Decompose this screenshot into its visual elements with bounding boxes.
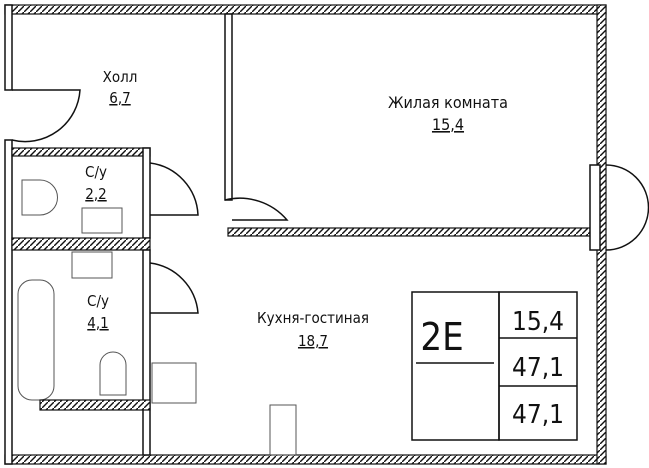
entrance-door[interactable] <box>11 89 81 143</box>
balcony-door[interactable] <box>605 164 649 251</box>
wall-bottom <box>4 454 607 465</box>
total-area-value: 47,1 <box>512 353 564 383</box>
area-legend: 2Е 15,4 47,1 47,1 <box>411 291 578 441</box>
wall-bath-bottom <box>39 399 151 411</box>
living-area-value: 15,4 <box>512 307 564 337</box>
wall-left-lower <box>4 139 13 465</box>
bathroom-small-name: С/у <box>85 163 107 181</box>
sink-large <box>71 251 113 279</box>
living-room-name: Жилая комната <box>388 93 508 112</box>
bathtub <box>17 279 55 401</box>
wall-bath-small-top <box>11 147 151 157</box>
apartment-type: 2Е <box>420 315 463 359</box>
toilet-small <box>21 179 58 216</box>
living-room-area: 15,4 <box>432 115 464 134</box>
bathroom-large-area: 4,1 <box>87 314 108 332</box>
total-area-balcony-value: 47,1 <box>512 400 564 430</box>
wall-bath-small-right <box>142 147 151 239</box>
bathroom-large-name: С/у <box>87 292 109 310</box>
wall-top <box>4 4 607 15</box>
door-bathroom-small[interactable] <box>149 162 199 216</box>
washing-machine <box>151 362 197 404</box>
wall-bath-large-right <box>142 249 151 456</box>
bathroom-small-area: 2,2 <box>85 185 106 203</box>
wall-hall-living <box>224 13 233 201</box>
door-living-room[interactable] <box>224 197 289 221</box>
kitchen-living-area: 18,7 <box>298 332 328 350</box>
kitchen-unit <box>269 404 297 456</box>
window-right <box>589 164 601 251</box>
wall-bath-divider <box>11 237 151 251</box>
hall-name: Холл <box>103 68 138 86</box>
sink-small <box>81 207 123 234</box>
door-bathroom-large[interactable] <box>149 262 199 314</box>
kitchen-living-name: Кухня-гостиная <box>257 309 369 327</box>
wall-living-bottom <box>227 227 591 237</box>
wall-left-upper <box>4 4 13 91</box>
hall-area: 6,7 <box>109 89 130 107</box>
toilet-large <box>99 351 127 396</box>
